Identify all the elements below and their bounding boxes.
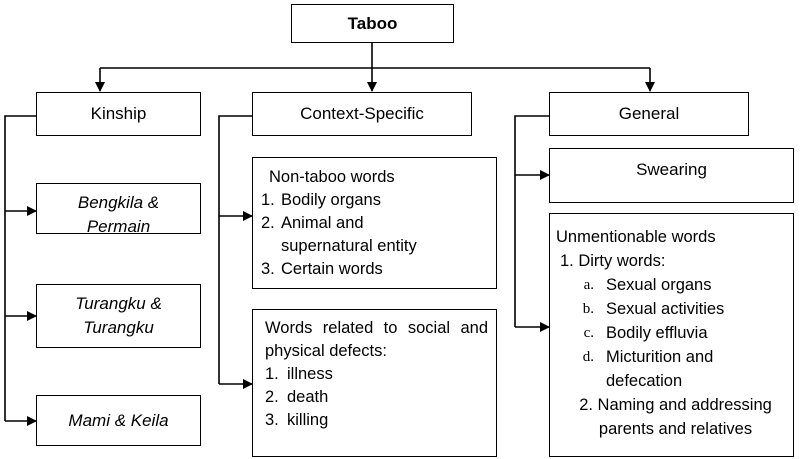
kinship-item-2-line2: Turangku [83, 318, 154, 337]
taboo-root-box: Taboo [291, 4, 454, 43]
taboo-root-label: Taboo [347, 13, 398, 33]
dirty-words-item: 1. Dirty words: [560, 252, 666, 270]
kinship-item-1-line1: Bengkila & [77, 193, 160, 212]
naming-addressing-item: 2. Naming and addressing parents and rel… [579, 396, 772, 438]
non-taboo-words-box: Non-taboo words 1. Bodily organs 2. Anim… [252, 157, 497, 289]
general-bus [514, 115, 549, 327]
defects-words-box: Words related to social and physical def… [252, 309, 497, 457]
context-specific-box: Context-Specific [252, 92, 472, 136]
kinship-item-1-line2: Permain [86, 217, 151, 234]
kinship-item-2: Turangku & Turangku [36, 284, 201, 348]
general-label: General [618, 104, 680, 123]
context-bus [218, 115, 252, 384]
kinship-box: Kinship [36, 92, 201, 136]
swearing-box: Swearing [549, 148, 794, 203]
unmentionable-title: Unmentionable words [556, 228, 716, 246]
kinship-item-1: Bengkila & Permain [36, 183, 201, 234]
list-item: d. Micturition and defecation [582, 348, 714, 390]
kinship-item-3: Mami & Keila [36, 395, 201, 446]
list-item: 3. Certain words [261, 260, 383, 278]
unmentionable-words-box: Unmentionable words 1. Dirty words: a. S… [549, 213, 794, 457]
list-item: 1. Bodily organs [261, 191, 381, 209]
list-item: 1. illness [265, 365, 333, 383]
list-item: c. Bodily effluvia [583, 324, 708, 342]
list-item: 3. killing [265, 411, 329, 429]
list-item: 2. Animal and supernatural entity [261, 214, 417, 255]
list-item: b. Sexual activities [582, 300, 725, 318]
non-taboo-title: Non-taboo words [269, 168, 395, 186]
kinship-label: Kinship [90, 104, 147, 123]
kinship-bus [4, 115, 36, 421]
list-item: 2. death [265, 388, 329, 406]
general-box: General [549, 92, 749, 136]
kinship-item-2-line1: Turangku & [75, 294, 162, 313]
swearing-label: Swearing [636, 160, 707, 179]
kinship-item-3-line1: Mami & Keila [68, 410, 169, 430]
list-item: a. Sexual organs [583, 276, 712, 294]
defects-title: Words related to social and physical def… [265, 319, 488, 360]
context-specific-label: Context-Specific [300, 104, 424, 123]
